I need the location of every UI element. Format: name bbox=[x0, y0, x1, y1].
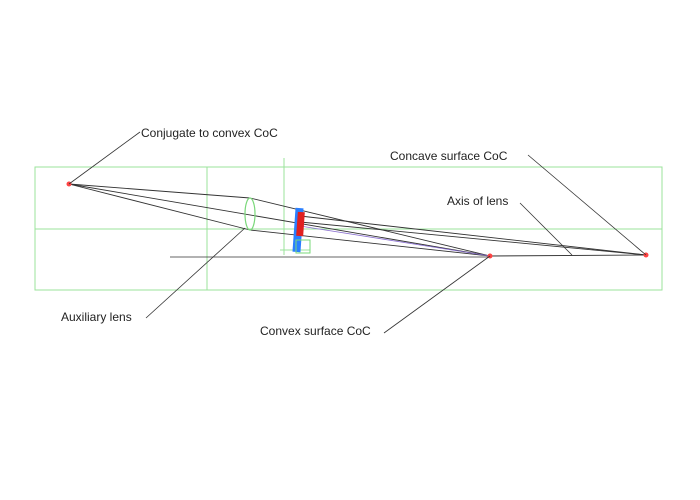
ray-bottom-to-aux bbox=[68, 183, 251, 231]
test-lens bbox=[292, 207, 311, 254]
leader-lines bbox=[68, 131, 647, 334]
rays bbox=[68, 183, 647, 257]
leader-convex bbox=[383, 255, 491, 334]
ray-lens-to-concave-2 bbox=[299, 221, 647, 256]
ray-aux-bottom-to-convex bbox=[249, 229, 491, 257]
ray-aux-top-to-convex bbox=[249, 197, 491, 257]
ray-purple bbox=[299, 225, 491, 257]
lens-red-body bbox=[296, 211, 305, 237]
label-conjugate: Conjugate to convex CoC bbox=[141, 126, 278, 140]
leader-conjugate bbox=[68, 131, 141, 185]
auxiliary-lens-shape bbox=[244, 197, 256, 231]
label-auxiliary: Auxiliary lens bbox=[61, 310, 132, 324]
ray-top-to-aux bbox=[68, 183, 251, 199]
leader-auxiliary bbox=[145, 227, 246, 319]
leader-axis bbox=[519, 202, 573, 256]
ray-lens-to-concave bbox=[299, 215, 647, 256]
construction-guides bbox=[34, 158, 663, 291]
leader-concave bbox=[527, 154, 647, 256]
lens-support bbox=[295, 239, 311, 254]
label-concave: Concave surface CoC bbox=[390, 149, 508, 163]
label-axis: Axis of lens bbox=[447, 194, 508, 208]
ray-mid bbox=[68, 183, 491, 257]
ray-convex-to-concave bbox=[489, 254, 647, 257]
label-convex: Convex surface CoC bbox=[260, 324, 371, 338]
